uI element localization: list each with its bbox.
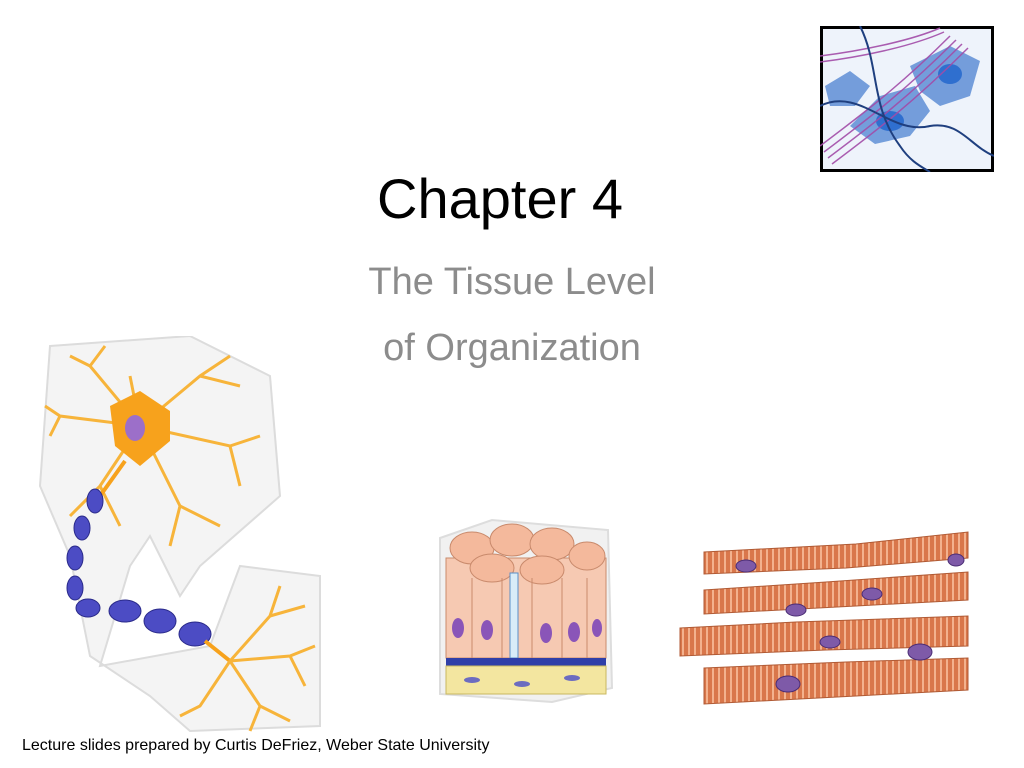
slide-subtitle-line2: of Organization bbox=[383, 327, 641, 369]
connective-tissue-image bbox=[820, 26, 994, 172]
epithelial-tissue-image bbox=[439, 518, 614, 704]
slide-subtitle-line1: The Tissue Level bbox=[368, 261, 656, 303]
cardiac-muscle-image bbox=[679, 531, 969, 705]
slide-title: Chapter 4 bbox=[377, 167, 623, 230]
neuron-image bbox=[38, 336, 321, 733]
footer-credit: Lecture slides prepared by Curtis DeFrie… bbox=[22, 737, 490, 754]
